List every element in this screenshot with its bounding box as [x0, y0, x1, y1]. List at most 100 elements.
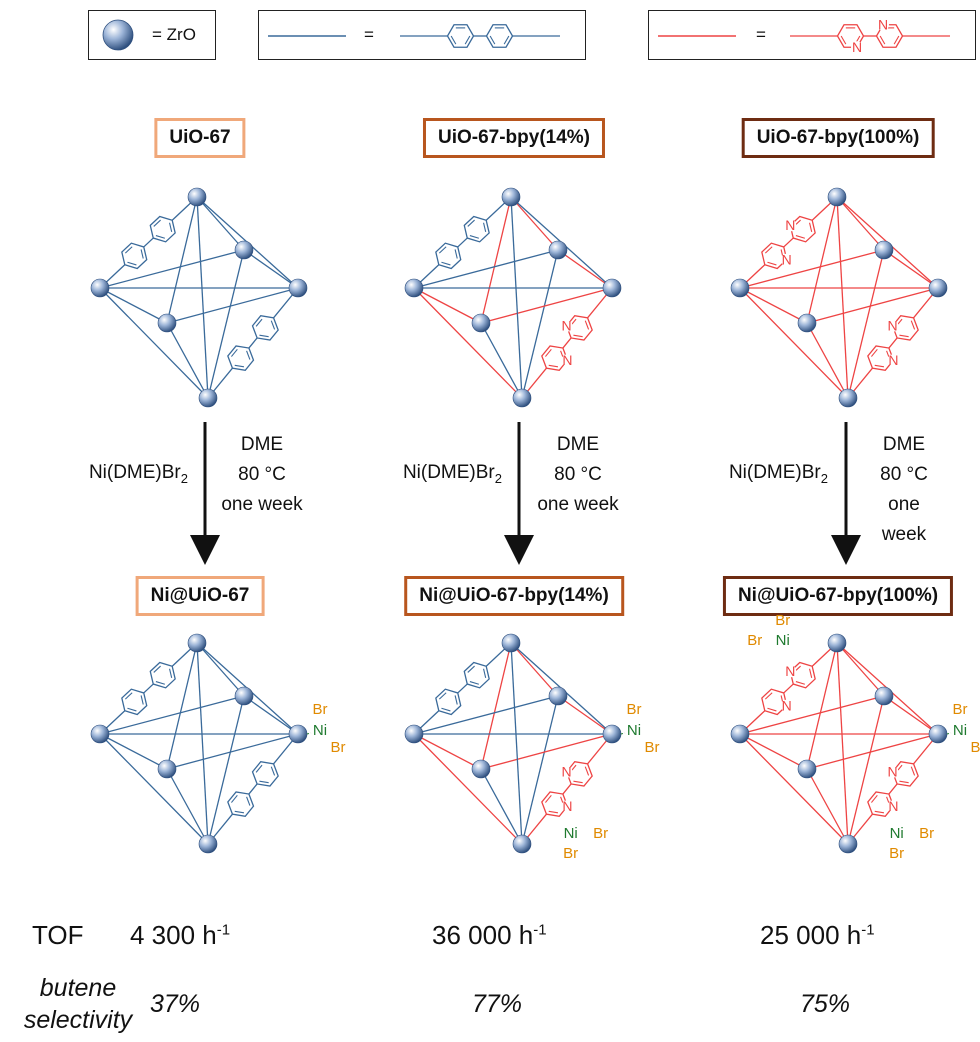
nickel-label: Ni	[627, 722, 641, 739]
bromine-label: Br	[953, 701, 968, 718]
framework-edge	[99, 733, 168, 770]
linker-ring	[789, 215, 816, 243]
nitrogen-mask	[784, 665, 797, 678]
linker-ring	[227, 345, 255, 371]
linker-ring	[149, 215, 176, 243]
double-bond	[441, 261, 451, 266]
linker-bond	[248, 337, 258, 349]
selectivity-value-1: 37%	[150, 990, 201, 1018]
linker-ring	[565, 761, 593, 787]
framework-edge	[739, 249, 885, 289]
zro-cluster-sphere	[501, 633, 521, 653]
linker-bond	[457, 683, 468, 694]
nitrogen-mask	[561, 354, 574, 367]
zro-cluster-sphere	[548, 686, 568, 706]
reagent-label-1: Ni(DME)Br2	[88, 462, 188, 486]
double-bond	[246, 350, 251, 360]
bromine-label: Br	[593, 825, 608, 842]
conditions-1: DME 80 °C one week	[221, 430, 302, 520]
double-bond	[464, 35, 471, 45]
double-bond	[573, 334, 583, 338]
double-bond	[809, 668, 813, 678]
linker-ring	[227, 791, 255, 817]
framework-edge	[806, 768, 849, 845]
bromine-label: Br	[313, 701, 328, 718]
conditions-3: DME 80 °C one week	[866, 430, 942, 550]
linker-bottom-right	[207, 733, 299, 845]
double-bond	[544, 794, 552, 803]
mof-unit-1-parent	[90, 187, 308, 408]
framework-edge	[413, 695, 559, 735]
material-title-bpy100: UiO-67-bpy(100%)	[741, 118, 935, 158]
zro-cluster-sphere	[501, 187, 521, 207]
framework-edge	[510, 196, 559, 251]
linker-bond	[143, 683, 154, 694]
zro-cluster-sphere	[187, 633, 207, 653]
framework-edge	[806, 642, 838, 770]
framework-edge	[99, 733, 209, 845]
framework-edge	[413, 733, 523, 845]
double-bond	[899, 334, 909, 338]
framework-edge	[196, 642, 209, 845]
linker-ring	[875, 24, 904, 48]
framework-edge	[99, 249, 245, 289]
double-bond	[153, 665, 161, 673]
framework-edge	[99, 287, 168, 324]
coordination-bond	[306, 732, 312, 735]
double-bond	[169, 668, 173, 678]
linker-bond	[562, 337, 572, 349]
condition-time: one week	[221, 494, 303, 515]
nitrogen-mask	[780, 699, 793, 712]
zro-cluster-sphere	[512, 388, 532, 408]
double-bond	[767, 707, 777, 712]
double-bond	[438, 246, 447, 254]
linker-bottom-right: NN	[521, 287, 613, 399]
zro-cluster-sphere	[90, 724, 110, 744]
legend-biphenyl-box	[258, 10, 586, 60]
linker-top-left	[413, 196, 512, 289]
nitrogen-label: N	[888, 798, 898, 814]
nitrogen-label: N	[852, 39, 862, 55]
linker-bond	[562, 783, 572, 795]
zro-cluster-sphere	[928, 724, 948, 744]
reagent-label-3: Ni(DME)Br2	[728, 462, 828, 486]
double-bond	[234, 810, 245, 814]
zro-cluster-sphere	[90, 278, 110, 298]
framework-edge	[510, 196, 523, 399]
linker-top-left: NN	[739, 196, 838, 289]
tof-row-label: TOF	[32, 920, 84, 950]
framework-edge	[480, 768, 523, 845]
framework-edge	[480, 733, 613, 770]
framework-edge	[196, 196, 245, 251]
linker-bond	[248, 783, 258, 795]
framework-edge	[99, 695, 245, 735]
nitrogen-label: N	[562, 352, 572, 368]
framework-edge	[806, 287, 939, 324]
double-bond	[548, 364, 559, 368]
framework-edge	[196, 196, 209, 399]
nitrogen-label: N	[562, 798, 572, 814]
double-bond	[140, 249, 144, 259]
zro-cluster-sphere	[827, 633, 847, 653]
coordination-bond	[620, 732, 626, 735]
double-bond	[870, 348, 878, 357]
legend-biphenyl-equals: =	[364, 25, 374, 44]
framework-edge	[166, 196, 198, 324]
framework-edge	[836, 642, 849, 845]
double-bond	[840, 35, 847, 45]
double-bond	[544, 348, 552, 357]
product-title-ni-uio67: Ni@UiO-67	[135, 576, 265, 616]
framework-edge	[836, 642, 885, 697]
nitrogen-label: N	[782, 697, 792, 713]
condition-time: one week	[881, 494, 927, 545]
nitrogen-label: N	[888, 352, 898, 368]
nitrogen-label: N	[561, 318, 571, 334]
double-bond	[795, 681, 806, 685]
mof-unit-3-nickel: NNNNNiBrBrNiBrBrNiBrBr	[730, 612, 980, 862]
double-bond	[234, 364, 245, 368]
framework-edge	[166, 322, 209, 399]
double-bond	[270, 320, 276, 330]
